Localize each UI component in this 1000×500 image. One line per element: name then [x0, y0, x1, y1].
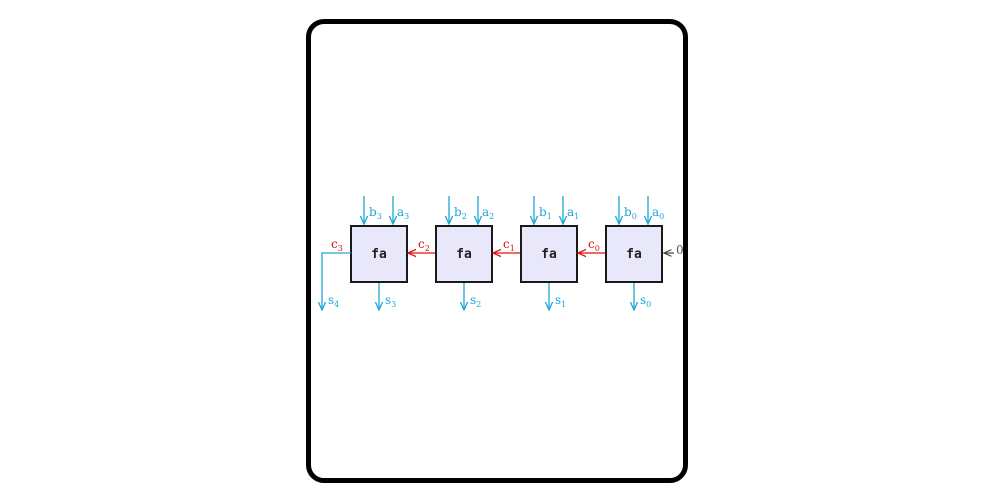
s1-label: s1 [555, 293, 566, 309]
a2-label: a2 [482, 205, 494, 221]
carry-in: 0 [664, 243, 684, 257]
carry-c0: c0 [578, 237, 606, 253]
c0-label: c0 [588, 237, 600, 253]
full-adder-label-3: fa [371, 247, 387, 262]
a3-label: a3 [397, 205, 409, 221]
full-adder-2: b2 a2 fa s2 [435, 196, 494, 310]
a0-label: a0 [652, 205, 664, 221]
full-adder-label-0: fa [626, 247, 642, 262]
b1-label: b1 [539, 205, 552, 221]
s2-label: s2 [470, 293, 481, 309]
carry-c1: c1 [493, 237, 521, 253]
s3-label: s3 [385, 293, 396, 309]
c2-label: c2 [418, 237, 430, 253]
full-adder-label-1: fa [541, 247, 557, 262]
full-adder-label-2: fa [456, 247, 472, 262]
full-adder-1: b1 a1 fa s1 [520, 196, 579, 310]
carry-in-label: 0 [676, 243, 684, 257]
c3-wire [322, 252, 351, 310]
s0-label: s0 [640, 293, 651, 309]
full-adder-3: b3 a3 fa s3 [350, 196, 409, 310]
a1-label: a1 [567, 205, 579, 221]
s4-label: s4 [328, 293, 339, 309]
carry-c2: c2 [408, 237, 436, 253]
carry-out-c3: c3 s4 [322, 237, 351, 310]
c1-label: c1 [503, 237, 515, 253]
full-adder-box-1 [520, 225, 578, 283]
c3-label: c3 [331, 237, 343, 253]
full-adder-box-2 [435, 225, 493, 283]
full-adder-box-3 [350, 225, 408, 283]
b0-label: b0 [624, 205, 637, 221]
full-adder-box-0 [605, 225, 663, 283]
b2-label: b2 [454, 205, 467, 221]
b3-label: b3 [369, 205, 382, 221]
full-adder-0: b0 a0 fa s0 [605, 196, 664, 310]
